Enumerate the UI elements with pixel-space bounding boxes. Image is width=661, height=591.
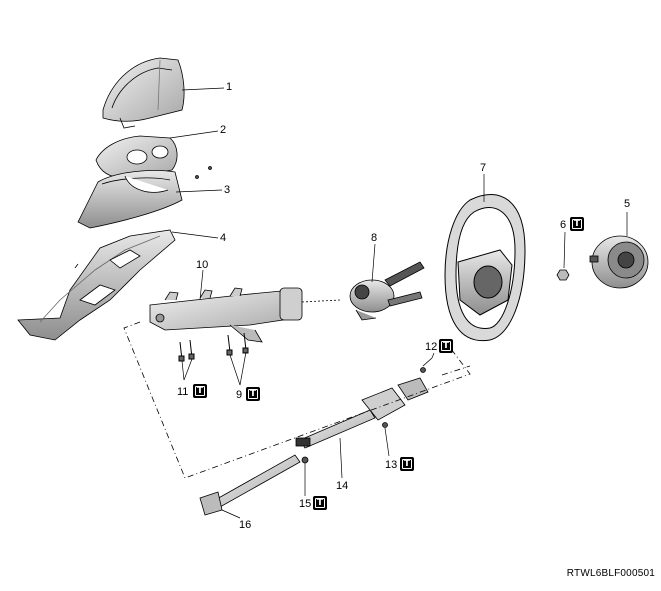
- callout-4: 4: [220, 232, 227, 244]
- column-mount-bolts: [178, 332, 249, 362]
- combination-switch: [349, 261, 425, 321]
- steering-wheel-nut: [556, 269, 570, 281]
- callout-5: 5: [624, 198, 631, 210]
- callout-2: 2: [220, 124, 227, 136]
- callout-9: 9: [236, 389, 243, 401]
- reference-code: RTWL6BLF000501: [566, 568, 655, 579]
- callout-15: 15: [299, 498, 312, 510]
- torque-icon-6: T: [570, 217, 584, 231]
- torque-icon-13: T: [400, 457, 414, 471]
- callout-12: 12: [425, 341, 438, 353]
- callout-6: 6: [560, 219, 567, 231]
- callout-3: 3: [224, 184, 231, 196]
- steering-column-assembly: [149, 287, 341, 343]
- lower-column-cover: [95, 135, 178, 179]
- callout-7: 7: [480, 162, 487, 174]
- torque-icon-9: T: [246, 387, 260, 401]
- airbag-module: [589, 235, 649, 289]
- lower-dash-panel: [17, 229, 176, 341]
- callout-13: 13: [385, 459, 398, 471]
- callout-10: 10: [196, 259, 209, 271]
- torque-icon-15: T: [313, 496, 327, 510]
- steering-wheel: [444, 194, 526, 342]
- knee-bolster-panel: [77, 166, 212, 229]
- assembly-boundary-line: [123, 321, 471, 479]
- torque-icon-11: T: [193, 384, 207, 398]
- lower-shaft-joint: [199, 454, 309, 516]
- callout-8: 8: [371, 232, 378, 244]
- upper-column-cover: [102, 57, 185, 129]
- callout-14: 14: [336, 480, 349, 492]
- callout-leader-lines: [169, 87, 628, 519]
- callout-1: 1: [226, 81, 233, 93]
- callout-16: 16: [239, 519, 252, 531]
- callout-11: 11: [177, 386, 189, 398]
- intermediate-shaft: [295, 357, 433, 449]
- torque-icon-12: T: [439, 339, 453, 353]
